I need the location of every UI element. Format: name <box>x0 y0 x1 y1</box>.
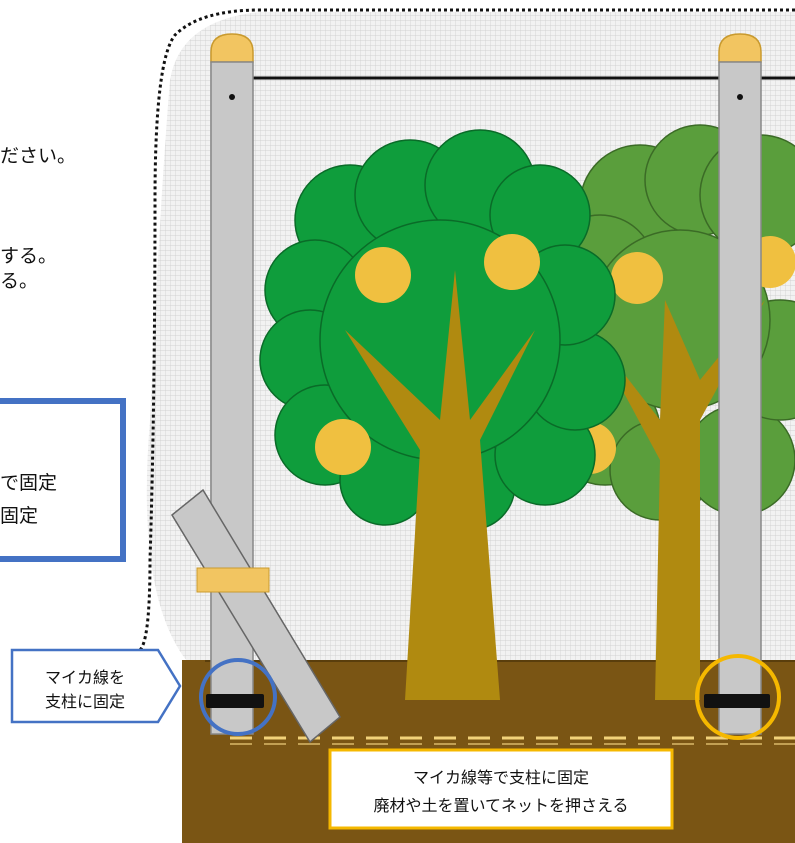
yellow-callout-shape <box>328 748 674 830</box>
blue-callout-line-2: 支柱に固定 <box>44 692 125 711</box>
blue-callout-line-1: マイカ線を <box>44 668 125 687</box>
note-box <box>0 398 126 562</box>
blue-highlight-circle <box>199 658 277 736</box>
note-box-line-2: 固定 <box>0 505 39 527</box>
instruction-text-1: ださい。 <box>0 145 77 167</box>
yellow-highlight-circle <box>695 654 781 740</box>
yellow-callout-line-1: マイカ線等で支柱に固定 <box>412 768 589 787</box>
instruction-text-3: る。 <box>0 270 39 292</box>
diagonal-brace <box>171 488 341 744</box>
tree-front <box>259 129 626 700</box>
instruction-text-2: する。 <box>0 245 58 267</box>
yellow-callout-line-2: 廃材や土を置いてネットを押さえる <box>373 796 629 815</box>
note-box-line-1: で固定 <box>0 472 58 494</box>
right-post <box>704 33 770 735</box>
blue-callout-shape <box>10 648 182 724</box>
net-outline <box>138 8 795 652</box>
